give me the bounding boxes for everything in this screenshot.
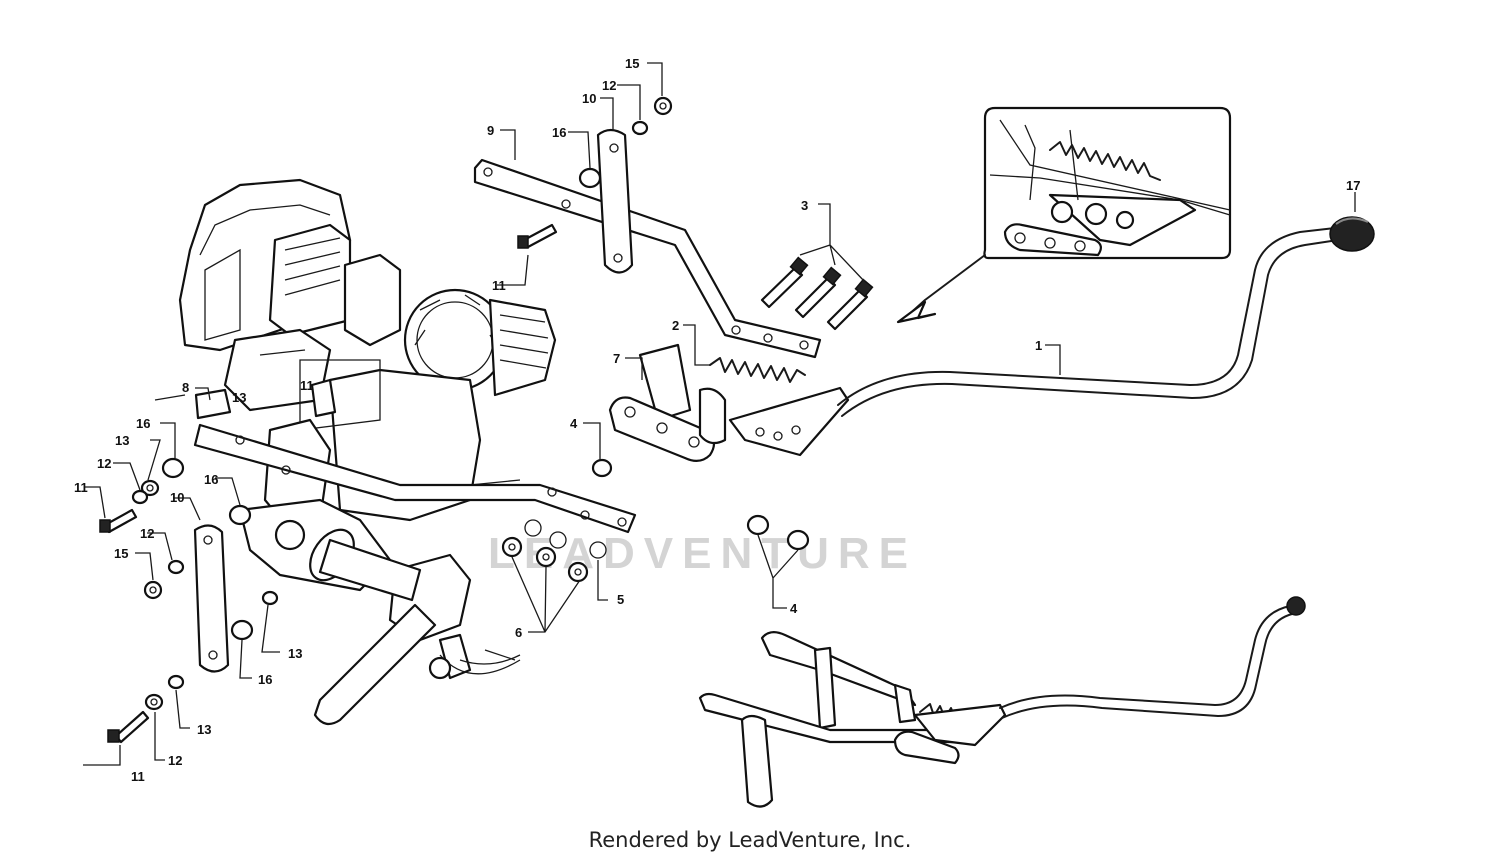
- upper-bracket-bar: [473, 158, 822, 359]
- link-plate-lower: [193, 524, 230, 673]
- callout-12-upper: 12: [602, 78, 616, 93]
- callout-10-upper: 10: [582, 91, 596, 106]
- callout-11-bottom: 11: [131, 769, 145, 784]
- lower-bracket-bar: [193, 423, 637, 534]
- callout-3: 3: [801, 198, 808, 213]
- credit-text: Rendered by LeadVenture, Inc.: [588, 828, 912, 852]
- callout-15-upper: 15: [625, 56, 639, 71]
- callout-9: 9: [487, 123, 494, 138]
- shift-mechanism: [608, 343, 850, 462]
- callout-16-left: 16: [136, 416, 150, 431]
- callout-12-mid: 12: [140, 526, 154, 541]
- leader-lines: [83, 62, 1356, 766]
- callout-6: 6: [515, 625, 522, 640]
- callout-4-upper: 4: [570, 416, 578, 431]
- link-plate-upper: [596, 128, 634, 274]
- callout-1: 1: [1035, 338, 1042, 353]
- callout-15-left: 15: [114, 546, 128, 561]
- callout-8: 8: [182, 380, 189, 395]
- callout-13-bottom: 13: [197, 722, 211, 737]
- callout-13-left: 13: [115, 433, 129, 448]
- callout-13-engine: 13: [232, 390, 246, 405]
- shift-lever: [837, 216, 1375, 417]
- callout-11-upper: 11: [492, 278, 506, 293]
- callout-5: 5: [617, 592, 624, 607]
- callout-16-upper: 16: [552, 125, 566, 140]
- callout-2: 2: [672, 318, 679, 333]
- callout-12-bottom: 12: [168, 753, 182, 768]
- callout-17: 17: [1346, 178, 1360, 193]
- callout-4-lower: 4: [790, 601, 798, 616]
- callout-16-mid: 16: [204, 472, 218, 487]
- hardware: [99, 96, 874, 744]
- assembled-view: [698, 596, 1306, 808]
- callout-7: 7: [613, 351, 620, 366]
- callout-11-engine: 11: [300, 378, 314, 393]
- callout-13-mid: 13: [288, 646, 302, 661]
- callout-11-left: 11: [74, 480, 88, 495]
- callout-labels: 1 2 3 4 4 5 6 7 8 9 10 10 11 11 11 11 12…: [74, 56, 1360, 784]
- callout-16-bottom: 16: [258, 672, 272, 687]
- watermark: LEADVENTURE: [488, 529, 917, 578]
- callout-12-left: 12: [97, 456, 111, 471]
- callout-10-lower: 10: [170, 490, 184, 505]
- inset-detail: [896, 106, 1232, 324]
